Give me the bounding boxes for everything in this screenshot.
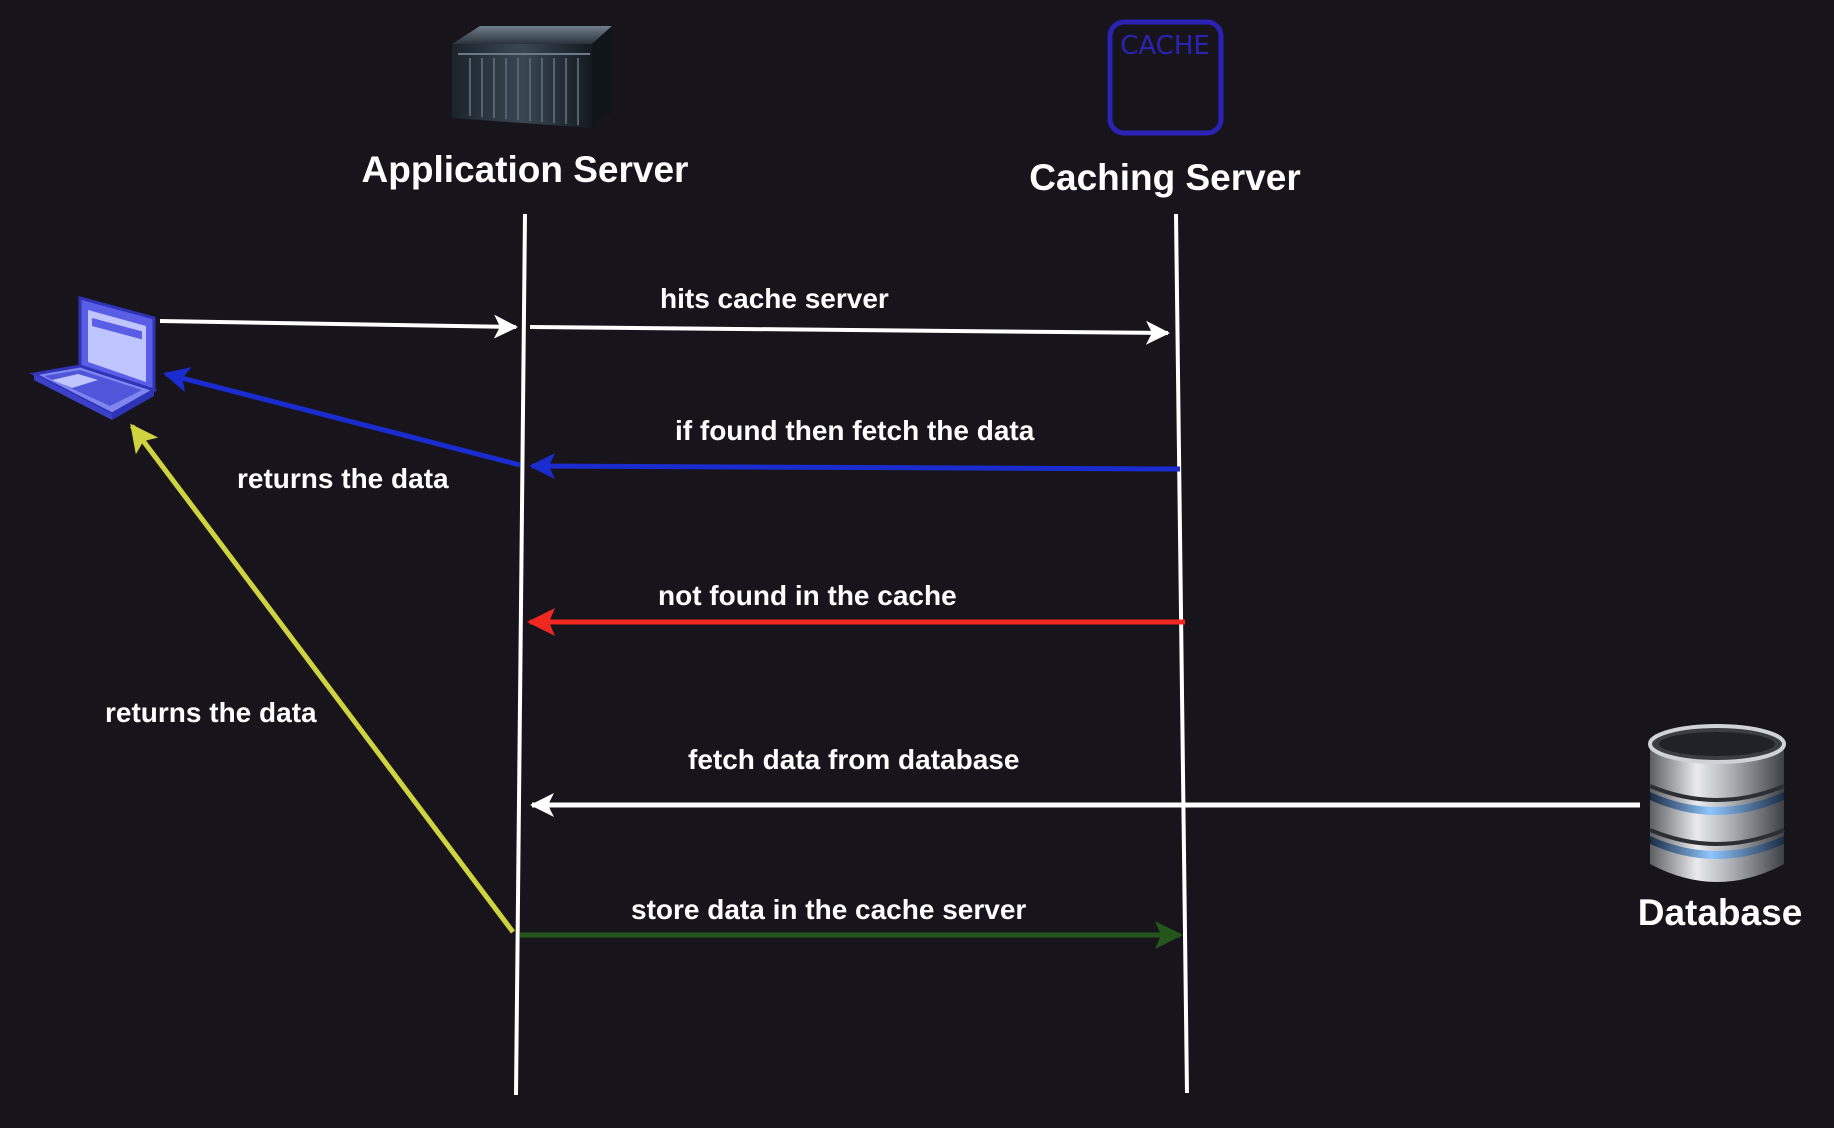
- cache-box-icon: CACHE: [1107, 19, 1224, 136]
- database-icon: [1648, 724, 1786, 882]
- label-returns-1: returns the data: [237, 463, 449, 494]
- arrow-returns-blue: [163, 367, 521, 468]
- app-server-title: Application Server: [362, 149, 689, 190]
- label-hits-cache: hits cache server: [660, 283, 889, 314]
- cache-label: CACHE: [1120, 31, 1210, 61]
- caching-server-title: Caching Server: [1029, 157, 1300, 198]
- label-fetch-db: fetch data from database: [688, 744, 1019, 775]
- laptop-icon: [29, 296, 158, 420]
- arrow-returns-yellow: [130, 423, 515, 934]
- arrow-hits-cache: [529, 320, 1170, 345]
- server-rack-icon: [452, 26, 612, 128]
- arrow-found: [529, 453, 1181, 480]
- label-store: store data in the cache server: [631, 894, 1026, 925]
- label-not-found: not found in the cache: [658, 580, 957, 611]
- app-server-lifeline: [514, 213, 527, 1096]
- arrow-client-to-app: [159, 314, 518, 339]
- label-found: if found then fetch the data: [675, 415, 1035, 446]
- label-returns-2: returns the data: [105, 697, 317, 728]
- caching-server-lifeline: [1174, 213, 1189, 1094]
- database-title: Database: [1638, 892, 1803, 933]
